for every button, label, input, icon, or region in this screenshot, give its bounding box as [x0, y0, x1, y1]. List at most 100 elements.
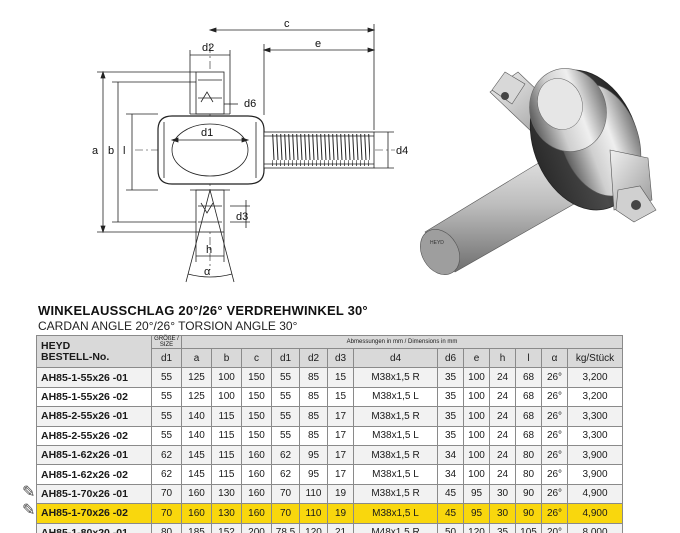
table-cell: 125 [181, 386, 212, 408]
table-cell: 17 [327, 444, 354, 466]
header-order-number: HEYD BESTELL-No. [36, 334, 152, 369]
table-cell: 3,300 [567, 406, 623, 427]
table-cell: 55 [151, 386, 182, 408]
table-cell: 26° [541, 503, 568, 524]
table-cell: 55 [151, 425, 182, 446]
table-cell: 3,900 [567, 444, 623, 466]
table-cell: 115 [211, 425, 242, 446]
dimension-drawing [97, 24, 395, 283]
pen-mark-icon: ✎ [22, 502, 36, 519]
table-cell: 24 [489, 425, 516, 446]
order-number-cell: AH85-2-55x26 -01 [36, 406, 152, 427]
table-cell: 160 [181, 503, 212, 524]
table-cell: 115 [211, 444, 242, 466]
column-header: d1 [271, 347, 300, 369]
dim-label-d4: d4 [396, 145, 408, 157]
table-cell: 26° [541, 444, 568, 466]
order-number-cell: AH85-2-55x26 -02 [36, 425, 152, 446]
dim-label-a: a [92, 145, 99, 157]
table-cell: 145 [181, 464, 212, 485]
table-cell: 55 [271, 425, 300, 446]
drawing-svg: c e d2 d6 d1 a b l d4 d3 h α HEYD [92, 18, 657, 283]
table-cell: 68 [515, 367, 542, 388]
table-cell: 125 [181, 367, 212, 388]
table-cell: 80 [151, 522, 182, 533]
table-cell: 90 [515, 483, 542, 505]
table-cell: 30 [489, 483, 516, 505]
table-cell: M38x1,5 L [353, 464, 438, 485]
table-cell: 26° [541, 464, 568, 485]
table-cell: 62 [271, 464, 300, 485]
table-cell: 19 [327, 483, 354, 505]
table-cell: 110 [299, 483, 328, 505]
technical-drawing: c e d2 d6 d1 a b l d4 d3 h α HEYD [92, 18, 657, 283]
table-cell: M38x1,5 R [353, 444, 438, 466]
table-cell: 26° [541, 483, 568, 505]
table-cell: 80 [515, 464, 542, 485]
table-cell: 15 [327, 367, 354, 388]
dim-label-e: e [315, 38, 321, 50]
table-cell: 21 [327, 522, 354, 533]
table-cell: 35 [437, 367, 464, 388]
table-cell: 50 [437, 522, 464, 533]
table-cell: 34 [437, 444, 464, 466]
table-cell: 17 [327, 425, 354, 446]
order-number-cell: AH85-1-62x26 -01 [36, 444, 152, 466]
header-bestell-label: BESTELL-No. [41, 350, 110, 363]
table-cell: 70 [151, 483, 182, 505]
table-cell: 3,300 [567, 425, 623, 446]
table-cell: 120 [299, 522, 328, 533]
dim-label-d2: d2 [202, 42, 214, 54]
table-cell: 85 [299, 386, 328, 408]
table-cell: 17 [327, 406, 354, 427]
table-cell: 100 [463, 444, 490, 466]
table-cell: 100 [463, 406, 490, 427]
table-cell: 55 [271, 406, 300, 427]
table-cell: 160 [241, 444, 272, 466]
table-cell: 8,000 [567, 522, 623, 533]
header-heyd-label: HEYD [41, 339, 71, 352]
order-number-cell: AH85-1-62x26 -02 [36, 464, 152, 485]
spec-table: HEYD BESTELL-No. GRÖßE / SIZE Abmessunge… [36, 334, 623, 533]
table-cell: M38x1,5 L [353, 386, 438, 408]
title-german: WINKELAUSSCHLAG 20°/26° VERDREHWINKEL 30… [38, 303, 368, 318]
table-cell: 80 [515, 444, 542, 466]
table-cell: 100 [463, 425, 490, 446]
table-cell: 34 [437, 464, 464, 485]
table-cell: 150 [241, 406, 272, 427]
table-cell: 24 [489, 367, 516, 388]
table-cell: 100 [211, 367, 242, 388]
table-cell: 24 [489, 386, 516, 408]
table-cell: 130 [211, 483, 242, 505]
table-cell: M38x1,5 R [353, 406, 438, 427]
table-cell: M48x1,5 R [353, 522, 438, 533]
table-cell: 24 [489, 406, 516, 427]
order-number-cell: AH85-1-80x20 -01 [36, 522, 152, 533]
table-cell: 68 [515, 425, 542, 446]
table-cell: 24 [489, 444, 516, 466]
table-cell: 150 [241, 367, 272, 388]
table-cell: 26° [541, 367, 568, 388]
table-cell: 20° [541, 522, 568, 533]
table-cell: 55 [151, 367, 182, 388]
header-dimensions: Abmessungen in mm / Dimensions in mm [181, 335, 623, 349]
table-cell: 45 [437, 483, 464, 505]
column-header: d2 [299, 347, 328, 369]
table-cell: 185 [181, 522, 212, 533]
dim-label-h: h [206, 244, 212, 256]
table-cell: 19 [327, 503, 354, 524]
table-header-row-top: HEYD BESTELL-No. GRÖßE / SIZE Abmessunge… [36, 334, 623, 369]
dim-label-l: l [123, 145, 125, 157]
table-cell: 85 [299, 367, 328, 388]
order-number-cell: AH85-1-55x26 -02 [36, 386, 152, 408]
column-header: d4 [353, 347, 438, 369]
column-header: d1 [151, 347, 182, 369]
table-cell: M38x1,5 L [353, 425, 438, 446]
table-cell: 62 [271, 444, 300, 466]
